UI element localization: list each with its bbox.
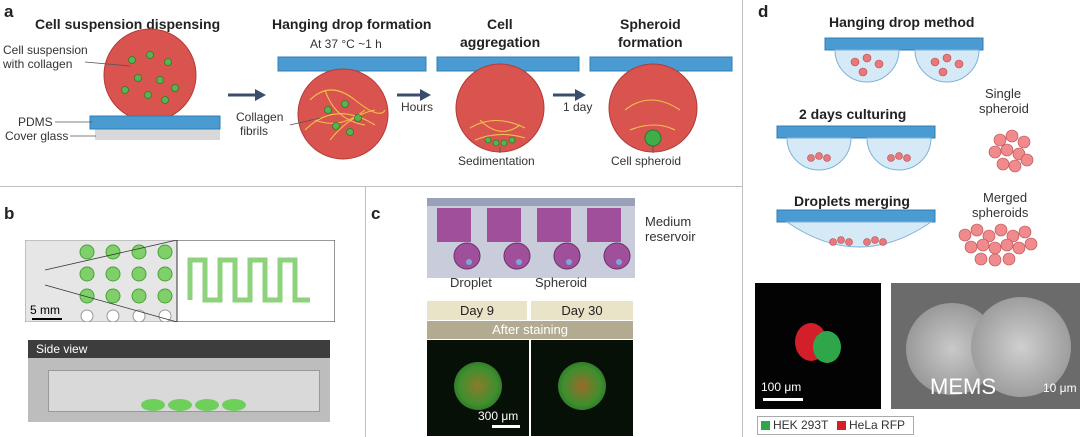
- serpentine-channel: [187, 257, 310, 303]
- sem-image: [891, 283, 1080, 409]
- label-collagen-line1: Collagen: [236, 110, 284, 124]
- panel-a-diagram: [55, 28, 733, 160]
- divider-abc-d: [742, 0, 743, 437]
- step3-title-line2: aggregation: [460, 34, 541, 50]
- day30-header: Day 30: [531, 301, 633, 320]
- arrow-2: [420, 89, 431, 101]
- medium-reservoir-line2: reservoir: [645, 229, 696, 244]
- scale-label-c: 300 μm: [478, 409, 519, 423]
- label-sedimentation: Sedimentation: [458, 154, 535, 168]
- arrow-3: [575, 89, 586, 101]
- legend-red-swatch: [837, 421, 846, 430]
- panel-b-letter: b: [4, 204, 15, 223]
- panel-d-diagram: [776, 37, 1038, 267]
- after-staining-header: After staining: [427, 321, 633, 339]
- day9-header: Day 9: [427, 301, 527, 320]
- droplet-label: Droplet: [450, 275, 492, 290]
- cell-spheroid: [644, 129, 662, 147]
- collagen-fibrils-2: [304, 89, 386, 141]
- merged-spheroids-line1: Merged: [983, 190, 1028, 205]
- hanging-drop-method-title: Hanging drop method: [829, 14, 975, 30]
- scale-bar-c: [492, 425, 520, 428]
- single-spheroid-graphic: [988, 129, 1034, 173]
- cell-suspension-drop: [103, 28, 197, 122]
- sedimented-cells: [484, 136, 516, 147]
- reservoir-diagram: [427, 198, 635, 290]
- panel-c-letter: c: [371, 204, 381, 223]
- legend: HEK 293T HeLa RFP: [757, 416, 914, 435]
- label-one-day: 1 day: [563, 100, 593, 114]
- step1-title: Cell suspension dispensing: [35, 16, 221, 32]
- day30-image: [531, 340, 633, 436]
- droplets: [453, 242, 631, 270]
- pdms-bar-2: [277, 56, 427, 72]
- label-cover-glass: Cover glass: [5, 129, 69, 143]
- label-hours: Hours: [401, 100, 434, 114]
- panel-d-letter: d: [758, 2, 769, 21]
- single-spheroid-line1: Single: [985, 86, 1022, 101]
- single-spheroid-line2: spheroid: [979, 101, 1029, 116]
- scale-label-b: 5 mm: [30, 303, 60, 317]
- step2-title: Hanging drop formation: [272, 16, 432, 32]
- spheroid-label: Spheroid: [535, 275, 588, 290]
- label-collagen-line2: fibrils: [240, 124, 269, 138]
- label-suspension-line2: with collagen: [3, 57, 73, 71]
- merging-title: Droplets merging: [794, 193, 910, 209]
- step3-title-line1: Cell: [487, 16, 513, 32]
- step4-title-line1: Spheroid: [620, 16, 681, 32]
- panel-a-letter: a: [4, 2, 14, 21]
- step2-condition: At 37 °C ~1 h: [310, 37, 382, 51]
- hanging-drop-3: [455, 63, 545, 153]
- scale-label-d-left: 100 μm: [761, 380, 802, 394]
- legend-green-label: HEK 293T: [773, 418, 829, 432]
- label-suspension-line1: Cell suspension: [3, 43, 88, 57]
- watermark-text: MEMS: [930, 374, 996, 399]
- divider-a-bc: [0, 186, 742, 187]
- suspended-cells: [121, 51, 179, 104]
- merged-spheroids-graphic: [958, 223, 1038, 267]
- label-cell-spheroid: Cell spheroid: [611, 154, 682, 168]
- day9-image: [427, 340, 529, 436]
- legend-green-swatch: [761, 421, 770, 430]
- medium-reservoir-line1: Medium: [645, 214, 692, 229]
- cover-glass-layer: [95, 128, 220, 140]
- divider-b-c: [365, 186, 366, 437]
- step4-title-line2: formation: [618, 34, 683, 50]
- pdms-layer: [89, 115, 221, 130]
- scale-bar-b: [32, 318, 62, 320]
- arrow-1: [255, 89, 266, 101]
- label-pdms: PDMS: [18, 115, 53, 129]
- fluorescence-image: [755, 283, 881, 409]
- chip-top-view: [25, 240, 335, 322]
- side-view-photo: [28, 340, 330, 422]
- chip-zoom-inset: [176, 240, 335, 322]
- medium-reservoirs: [437, 208, 621, 242]
- side-view-label: Side view: [36, 342, 88, 356]
- legend-red-label: HeLa RFP: [849, 418, 906, 432]
- merged-spheroids-line2: spheroids: [972, 205, 1029, 220]
- chip-wells: [79, 244, 173, 304]
- culturing-title: 2 days culturing: [799, 106, 907, 122]
- scale-label-d-right: 10 μm: [1043, 381, 1077, 395]
